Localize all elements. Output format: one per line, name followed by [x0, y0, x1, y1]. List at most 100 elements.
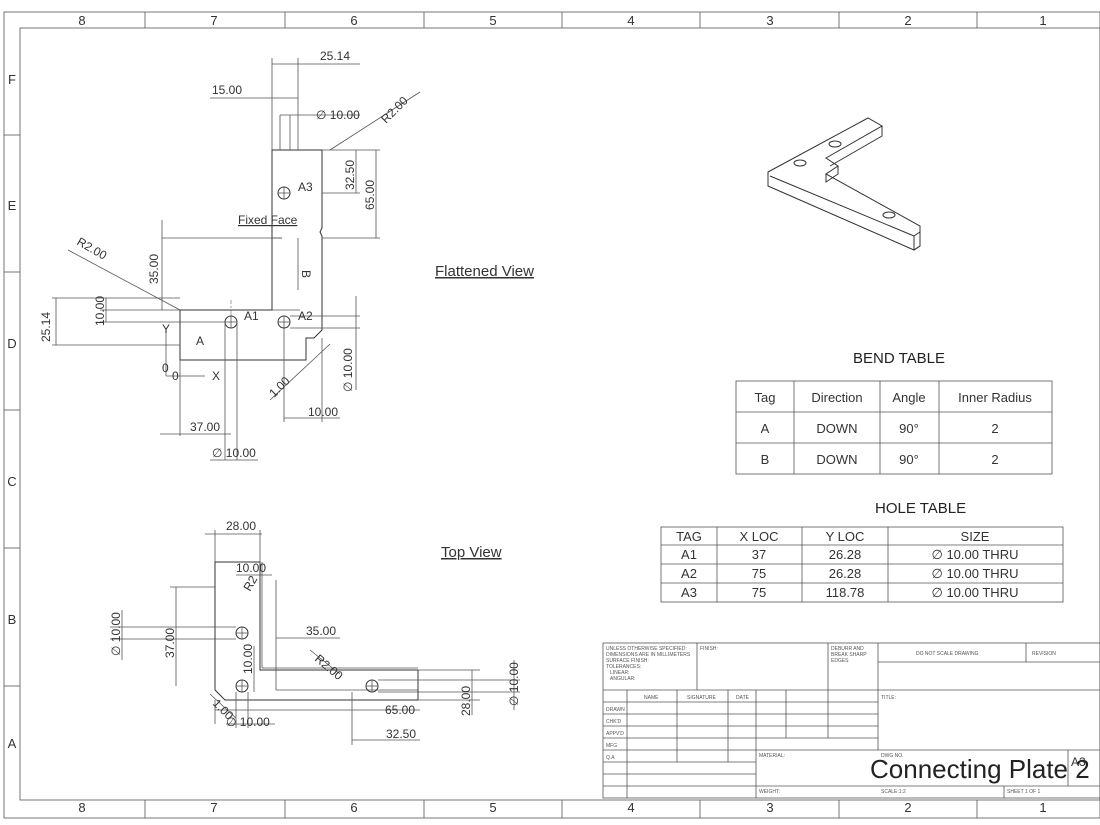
- top-dim-hole-dia-left: ∅ 10.00: [109, 612, 123, 656]
- do-not-scale: DO NOT SCALE DRAWING: [916, 651, 979, 657]
- bend-table-header: Inner Radius: [958, 390, 1032, 405]
- hole-table-cell: 75: [752, 566, 766, 581]
- dim-r2-top: R2.00: [378, 93, 411, 126]
- note-line: DIMENSIONS ARE IN MILLIMETERS: [606, 652, 691, 658]
- outer-border: [3, 11, 1100, 819]
- drawing-title: Connecting Plate 2: [870, 754, 1090, 784]
- hole-table-header: X LOC: [739, 529, 778, 544]
- dim-hole-dia-right: ∅ 10.00: [341, 348, 355, 392]
- zone-row-label: E: [8, 198, 17, 213]
- hole-table-cell: ∅ 10.00 THRU: [932, 585, 1019, 600]
- deburr-line: DEBURR AND: [831, 646, 864, 652]
- bend-table-title: BEND TABLE: [853, 350, 945, 367]
- hole-table-cell: A1: [681, 547, 697, 562]
- top-dim-35: 35.00: [306, 624, 336, 638]
- zone-column-label: 2: [904, 800, 911, 815]
- zone-column-label: 1: [1039, 13, 1046, 28]
- hole-table-header: Y LOC: [826, 529, 865, 544]
- dim-15: 15.00: [212, 83, 242, 97]
- zone-row-label: A: [8, 736, 17, 751]
- title-label: TITLE:: [881, 695, 896, 701]
- top-hole-3: [365, 679, 379, 693]
- col-signature: SIGNATURE: [687, 695, 716, 701]
- top-dim-37: 37.00: [163, 628, 177, 658]
- hole-table-cell: A3: [681, 585, 697, 600]
- top-dim-32-50: 32.50: [386, 727, 416, 741]
- bend-table-cell: 2: [991, 421, 998, 436]
- weight-label: WEIGHT:: [759, 789, 780, 795]
- hole-table-title: HOLE TABLE: [875, 500, 966, 517]
- hole-table-cell: ∅ 10.00 THRU: [932, 547, 1019, 562]
- dim-hole-dia-top: ∅ 10.00: [316, 108, 360, 122]
- dim-25-14-top: 25.14: [320, 49, 350, 63]
- note-line: TOLERANCES:: [606, 664, 641, 670]
- label-a3: A3: [298, 180, 313, 194]
- row-label: DRAWN: [606, 707, 625, 713]
- zone-column-label: 7: [210, 13, 217, 28]
- top-view: [110, 530, 520, 745]
- dim-10-left: 10.00: [93, 296, 107, 326]
- dim-hole-dia-bottom: ∅ 10.00: [212, 446, 256, 460]
- hole-a1: [224, 315, 238, 329]
- top-hole-1: [235, 626, 249, 640]
- hole-table-cell: 37: [752, 547, 766, 562]
- top-dim-10-top: 10.00: [236, 561, 266, 575]
- bend-table-cell: 2: [991, 452, 998, 467]
- row-label: MFG: [606, 743, 617, 749]
- zone-column-label: 1: [1039, 800, 1046, 815]
- zone-row-label: D: [7, 336, 16, 351]
- note-line: SURFACE FINISH:: [606, 658, 649, 664]
- top-dim-28-right: 28.00: [459, 686, 473, 716]
- zone-column-label: 8: [78, 800, 85, 815]
- bend-table-header: Direction: [811, 390, 862, 405]
- bend-table: [735, 380, 1053, 475]
- hole-table-cell: 26.28: [829, 566, 862, 581]
- zone-column-label: 4: [627, 800, 634, 815]
- dim-35: 35.00: [147, 254, 161, 284]
- revision-label: REVISION: [1032, 651, 1056, 657]
- dim-r2-left: R2.00: [75, 234, 110, 262]
- dim-65: 65.00: [363, 180, 377, 210]
- sheet-label: SHEET 1 OF 1: [1007, 789, 1040, 795]
- top-dim-65: 65.00: [385, 703, 415, 717]
- title-block: [602, 642, 1100, 799]
- top-dim-r2-upper: R2: [240, 573, 260, 594]
- dim-32-50: 32.50: [343, 160, 357, 190]
- flattened-view-title: Flattened View: [435, 263, 534, 280]
- hole-table-cell: 75: [752, 585, 766, 600]
- row-label: CHK'D: [606, 719, 622, 725]
- label-a1: A1: [244, 309, 259, 323]
- zone-column-label: 6: [350, 800, 357, 815]
- bend-table-cell: 90°: [899, 452, 919, 467]
- bend-table-cell: B: [761, 452, 770, 467]
- axis-origin-2: 0: [172, 369, 179, 383]
- dim-10-bottom: 10.00: [308, 405, 338, 419]
- zone-column-label: 3: [766, 13, 773, 28]
- top-view-title: Top View: [441, 544, 502, 561]
- zone-column-label: 5: [489, 800, 496, 815]
- label-b: B: [299, 270, 313, 278]
- zone-row-label: F: [8, 72, 16, 87]
- hole-table-cell: A2: [681, 566, 697, 581]
- note-line: UNLESS OTHERWISE SPECIFIED:: [606, 646, 687, 652]
- note-line: ANGULAR:: [610, 676, 636, 682]
- bend-table-cell: DOWN: [816, 452, 857, 467]
- bend-table-header: Angle: [892, 390, 925, 405]
- hole-table: [660, 526, 1064, 603]
- top-dim-hole-dia-bottom: ∅ 10.00: [226, 715, 270, 729]
- hole-a3: [277, 186, 291, 200]
- top-dim-28-top: 28.00: [226, 519, 256, 533]
- zone-column-label: 3: [766, 800, 773, 815]
- hole-table-cell: ∅ 10.00 THRU: [932, 566, 1019, 581]
- dim-37: 37.00: [190, 420, 220, 434]
- hole-table-cell: 26.28: [829, 547, 862, 562]
- axis-y: Y: [162, 322, 170, 336]
- fixed-face-label: Fixed Face: [238, 213, 298, 227]
- dwg-no-label: DWG NO.: [881, 753, 904, 759]
- scale-label: SCALE:1:2: [881, 789, 906, 795]
- top-hole-2: [235, 679, 249, 693]
- zone-row-label: C: [7, 474, 16, 489]
